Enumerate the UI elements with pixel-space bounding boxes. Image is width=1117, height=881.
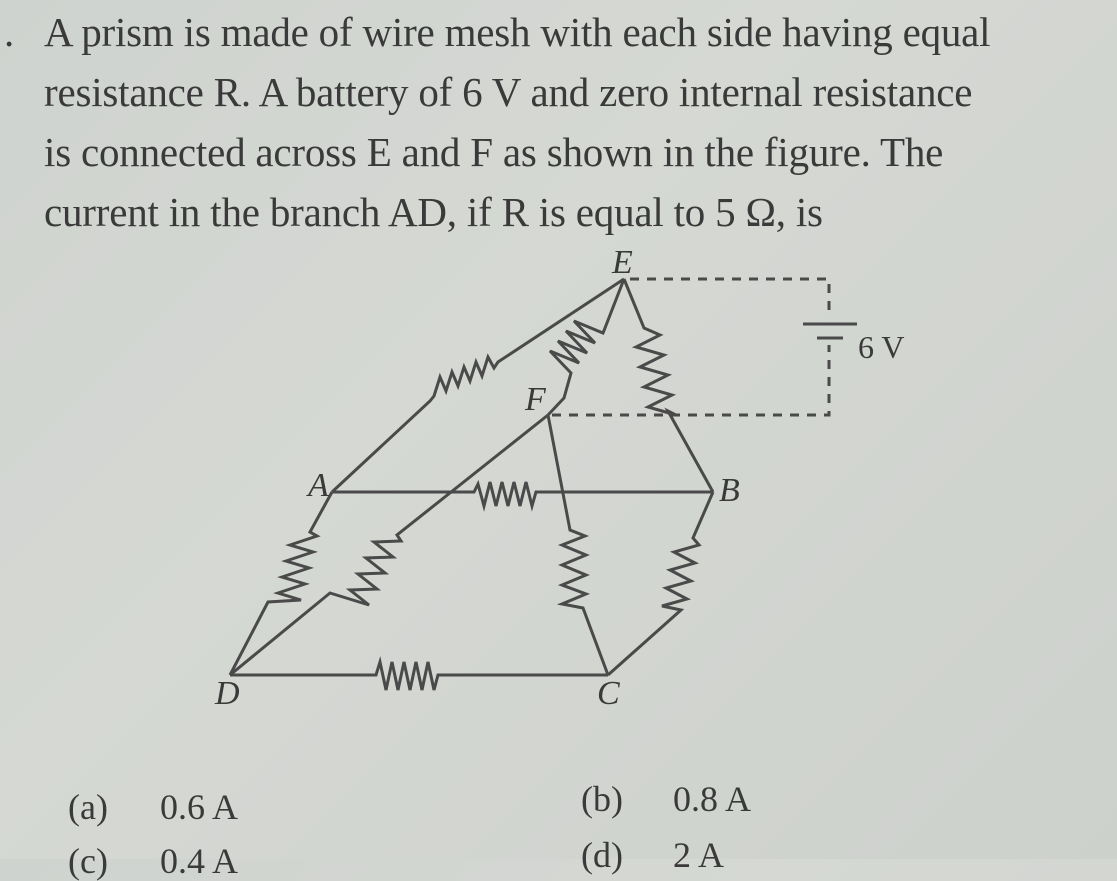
question-line-4: current in the branch AD, if R is equal …: [44, 189, 823, 235]
wire-AB: [332, 479, 713, 512]
wire-FC: [546, 414, 610, 676]
dashed-wire-E-battery: [630, 277, 831, 318]
dashed-wire-F-battery: [552, 345, 831, 417]
question-bullet: .: [4, 9, 15, 55]
question-text: A prism is made of wire mesh with each s…: [44, 2, 1094, 242]
wire-EA: [330, 277, 625, 494]
node-label-B: B: [719, 472, 740, 509]
node-label-A: A: [308, 467, 329, 504]
question-line-2: resistance R. A battery of 6 V and zero …: [44, 69, 973, 115]
circuit-diagram: [228, 277, 857, 691]
option-a-value: 0.6 A: [160, 787, 239, 827]
wire-FD: [229, 413, 549, 677]
option-d-key: (d): [581, 835, 623, 875]
option-b[interactable]: (b) 0.8 A: [563, 745, 751, 817]
option-b-value: 0.8 A: [673, 779, 752, 819]
option-a-key: (a): [68, 787, 108, 827]
battery-voltage-label: 6 V: [858, 329, 905, 365]
option-c[interactable]: (c) 0.4 A: [50, 807, 238, 879]
question-line-3: is connected across E and F as shown in …: [44, 129, 944, 175]
option-d[interactable]: (d) 2 A: [563, 801, 724, 873]
option-d-value: 2 A: [673, 835, 725, 875]
wire-EF: [546, 278, 626, 417]
wire-BC: [607, 491, 715, 677]
node-label-C: C: [597, 675, 620, 712]
wire-AD: [228, 491, 334, 676]
question-line-1: A prism is made of wire mesh with each s…: [44, 9, 991, 55]
option-c-value: 0.4 A: [160, 841, 239, 881]
wire-DC: [230, 656, 608, 691]
circuit-figure: E F A B D C 6 V: [215, 244, 905, 712]
node-label-E: E: [612, 244, 633, 281]
wire-EB: [622, 278, 715, 493]
option-a[interactable]: (a) 0.6 A: [50, 753, 238, 825]
node-label-D: D: [215, 675, 240, 712]
option-c-key: (c): [68, 841, 108, 881]
node-label-F: F: [525, 381, 546, 418]
option-b-key: (b): [581, 779, 623, 819]
